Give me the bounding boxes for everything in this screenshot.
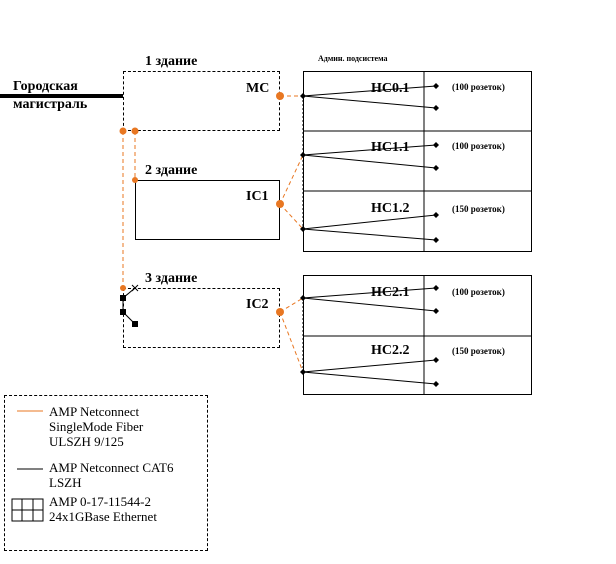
- switch-cross-b: [131, 284, 139, 292]
- socket-end-4: [433, 165, 439, 171]
- socket-end-5: [433, 212, 439, 218]
- junction-hc11: [300, 152, 306, 158]
- junction-hc21: [300, 295, 306, 301]
- switch-node-3: [132, 321, 138, 327]
- socket-end-9: [433, 357, 439, 363]
- legend-switch-icon: [11, 498, 44, 522]
- copper-hc21-b: [302, 297, 437, 312]
- building-1-box: [123, 71, 280, 131]
- hc-0-1-name: HC0.1: [371, 81, 410, 96]
- backbone-label-line1: Городская: [13, 79, 78, 94]
- hc-2-2-sockets: (150 розеток): [452, 346, 505, 356]
- copper-hc11-a: [302, 144, 437, 156]
- hc-0-1-sockets: (100 розеток): [452, 82, 505, 92]
- socket-end-2: [433, 105, 439, 111]
- fiber-ic1-hc12: [279, 203, 304, 230]
- copper-hc01-b: [302, 95, 437, 109]
- riser-port-b: [131, 127, 139, 135]
- junction-hc12: [300, 226, 306, 232]
- node-ic1-label: IC1: [246, 189, 269, 204]
- legend-fiber-label: AMP Netconnect SingleMode Fiber ULSZH 9/…: [49, 404, 144, 449]
- copper-hc22-b: [302, 371, 437, 385]
- backbone-label-line2: магистраль: [13, 97, 88, 112]
- socket-end-10: [433, 381, 439, 387]
- hc-1-2-sockets: (150 розеток): [452, 204, 505, 214]
- legend: AMP Netconnect SingleMode Fiber ULSZH 9/…: [4, 395, 208, 551]
- fiber-ic2-hc22: [279, 311, 304, 373]
- hc-1-1-sockets: (100 розеток): [452, 141, 505, 151]
- ic1-entry-port: [132, 177, 138, 183]
- hc-2-1-sockets: (100 розеток): [452, 287, 505, 297]
- ic2-entry-port: [120, 285, 126, 291]
- hc-2-2-name: HC2.2: [371, 343, 410, 358]
- socket-end-6: [433, 237, 439, 243]
- copper-hc12-b: [302, 228, 437, 241]
- node-ic2-label: IC2: [246, 297, 269, 312]
- node-mc-label: MC: [246, 81, 270, 96]
- copper-hc21-a: [302, 287, 437, 299]
- hc-1-2-name: HC1.2: [371, 201, 410, 216]
- copper-hc01-a: [302, 85, 437, 97]
- socket-end-3: [433, 142, 439, 148]
- building-1-title: 1 здание: [145, 54, 198, 69]
- node-ic1-port: [276, 200, 284, 208]
- junction-hc01: [300, 93, 306, 99]
- building-2-box: [135, 180, 280, 240]
- switch-node-2: [120, 309, 126, 315]
- junction-hc22: [300, 369, 306, 375]
- node-mc-port: [276, 92, 284, 100]
- copper-hc11-b: [302, 154, 437, 169]
- fiber-ic2-hc21: [279, 297, 304, 313]
- socket-end-7: [433, 285, 439, 291]
- copper-hc22-a: [302, 359, 437, 373]
- building-3-title: 3 здание: [145, 271, 198, 286]
- hc-1-1-name: HC1.1: [371, 140, 410, 155]
- fiber-ic1-hc11: [279, 154, 304, 205]
- building-2-title: 2 здание: [145, 163, 198, 178]
- riser-port-a: [119, 127, 127, 135]
- subsystem-header: Админ. подсистема: [318, 54, 388, 63]
- switch-node-1: [120, 295, 126, 301]
- legend-symbols: [11, 410, 44, 522]
- socket-end-8: [433, 308, 439, 314]
- socket-end-1: [433, 83, 439, 89]
- legend-copper-label: AMP Netconnect CAT6 LSZH: [49, 460, 174, 490]
- legend-switch-label: AMP 0-17-11544-2 24x1GBase Ethernet: [49, 494, 157, 524]
- building-3-box: [123, 288, 280, 348]
- node-ic2-port: [276, 308, 284, 316]
- hc-2-1-name: HC2.1: [371, 285, 410, 300]
- copper-hc12-a: [302, 214, 437, 230]
